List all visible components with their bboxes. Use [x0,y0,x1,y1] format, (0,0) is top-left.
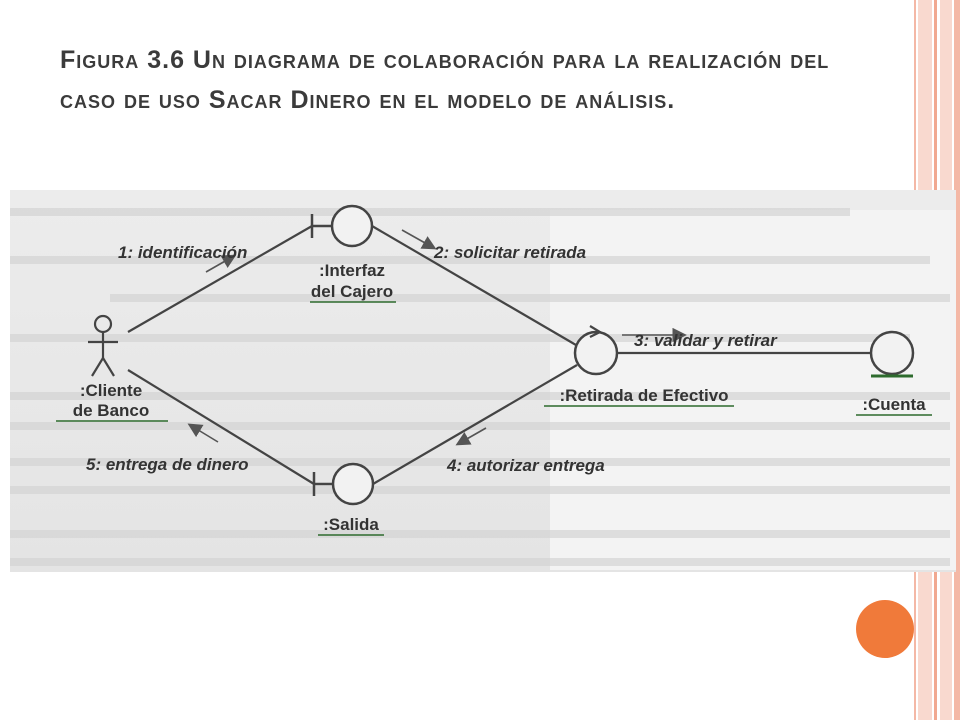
salida-label: :Salida [323,515,379,534]
entity-cuenta-icon [869,330,915,378]
message-label-4: 4: autorizar entrega [446,456,605,475]
stripe [954,0,960,720]
message-label-2: 2: solicitar retirada [433,243,586,262]
link-actor-interfaz [127,225,313,333]
actor-label-line2: de Banco [73,401,150,420]
cuenta-label: :Cuenta [862,395,926,414]
interfaz-label-line2: del Cajero [311,282,393,301]
arrow-m1 [205,254,237,273]
slide-title: Figura 3.6 Un diagrama de colaboración p… [60,46,830,114]
association-links [127,225,871,485]
interfaz-label-line1: :Interfaz [319,261,385,280]
retirada-label: :Retirada de Efectivo [559,386,728,405]
boundary-salida-icon [312,462,375,506]
diagram-svg: :Cliente de Banco :Interfaz del Cajero :… [10,190,956,572]
orange-circle-ornament [856,600,914,658]
actor-stick-figure [88,314,118,377]
message-label-5: 5: entrega de dinero [86,455,248,474]
arrow-m5 [187,423,219,443]
scan-bleed-lines [10,208,950,566]
message-arrows [187,229,687,446]
arrow-m4 [455,427,487,446]
link-actor-salida [127,369,315,485]
message-label-3: 3: validar y retirar [634,331,778,350]
actor-label-line1: :Cliente [80,381,142,400]
message-label-1: 1: identificación [118,243,247,262]
link-salida-retirada [372,364,578,485]
scan-light-patch [550,210,956,570]
collaboration-diagram: :Cliente de Banco :Interfaz del Cajero :… [10,190,956,572]
arrow-m2 [401,229,437,250]
link-interfaz-retirada [371,225,577,346]
